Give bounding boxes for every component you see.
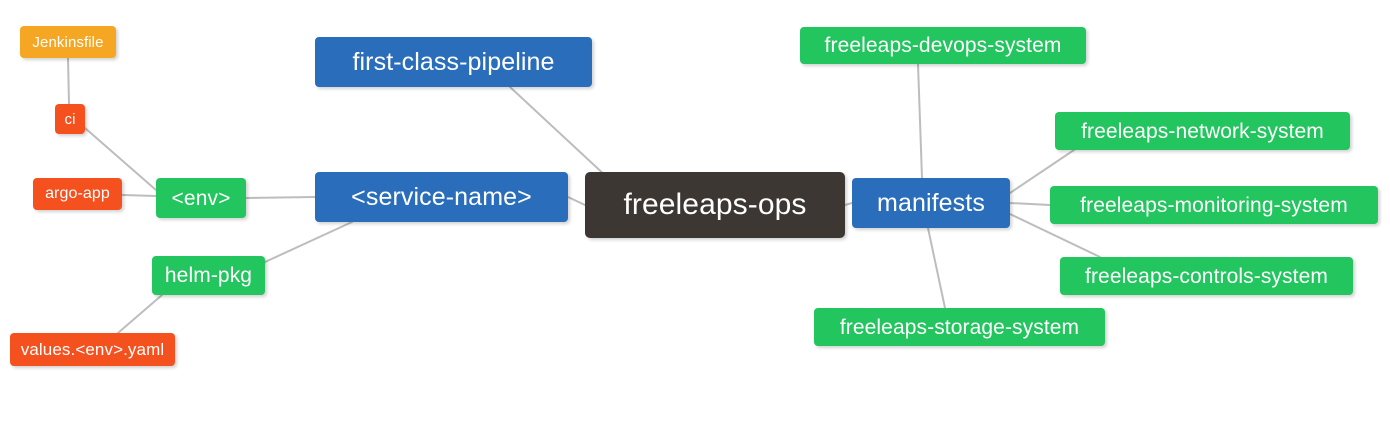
edge-manifests-to-freeleaps-devops-system — [917, 63, 923, 179]
node-first-class-pipeline[interactable]: first-class-pipeline — [315, 37, 592, 87]
node-helm-pkg[interactable]: helm-pkg — [152, 256, 265, 295]
edge-freeleaps-ops-to-first-class-pipeline — [509, 86, 609, 179]
edge-helm-pkg-to-values-env-yaml — [117, 294, 163, 334]
edge-manifests-to-freeleaps-storage-system — [927, 227, 946, 309]
node-service-name[interactable]: <service-name> — [315, 172, 568, 222]
node-freeleaps-network-system[interactable]: freeleaps-network-system — [1055, 112, 1350, 150]
edge-freeleaps-ops-to-service-name — [567, 196, 586, 206]
node-env[interactable]: <env> — [156, 178, 246, 218]
node-jenkinsfile[interactable]: Jenkinsfile — [20, 26, 116, 58]
node-freeleaps-monitoring-system[interactable]: freeleaps-monitoring-system — [1050, 186, 1378, 224]
node-values-env-yaml[interactable]: values.<env>.yaml — [10, 333, 175, 366]
node-freeleaps-ops[interactable]: freeleaps-ops — [585, 172, 845, 238]
node-manifests[interactable]: manifests — [852, 178, 1010, 228]
node-ci[interactable]: ci — [55, 104, 85, 134]
edge-freeleaps-ops-to-manifests — [844, 202, 853, 206]
edge-service-name-to-env — [245, 196, 316, 199]
edge-service-name-to-helm-pkg — [264, 221, 353, 263]
edge-env-to-argo-app — [121, 194, 157, 197]
node-freeleaps-controls-system[interactable]: freeleaps-controls-system — [1060, 257, 1353, 295]
edge-ci-to-jenkinsfile — [67, 57, 70, 105]
node-freeleaps-devops-system[interactable]: freeleaps-devops-system — [800, 27, 1086, 64]
edge-manifests-to-freeleaps-monitoring-system — [1009, 202, 1051, 206]
node-freeleaps-storage-system[interactable]: freeleaps-storage-system — [814, 308, 1105, 346]
node-argo-app[interactable]: argo-app — [33, 178, 122, 210]
